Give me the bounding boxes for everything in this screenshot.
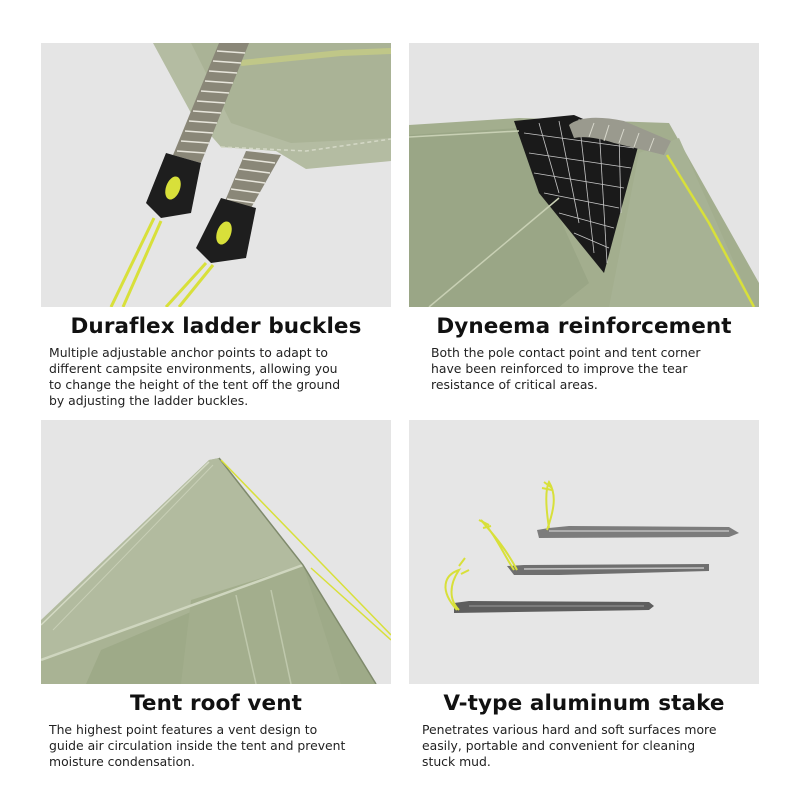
roof-vent-photo xyxy=(41,420,391,684)
feature-title: Tent roof vent xyxy=(129,691,303,716)
ladder-buckles-photo xyxy=(41,43,391,307)
feature-description: Penetrates various hard and soft surface… xyxy=(422,722,717,769)
feature-title: V-type aluminum stake xyxy=(443,691,725,716)
dyneema-corner-photo xyxy=(409,43,759,307)
feature-description: Multiple adjustable anchor points to ada… xyxy=(49,345,341,408)
feature-description: Both the pole contact point and tent cor… xyxy=(431,345,701,392)
aluminum-stakes-photo xyxy=(409,420,759,684)
feature-title: Dyneema reinforcement xyxy=(436,314,732,339)
feature-description: The highest point features a vent design… xyxy=(49,722,346,769)
feature-title: Duraflex ladder buckles xyxy=(70,314,362,339)
